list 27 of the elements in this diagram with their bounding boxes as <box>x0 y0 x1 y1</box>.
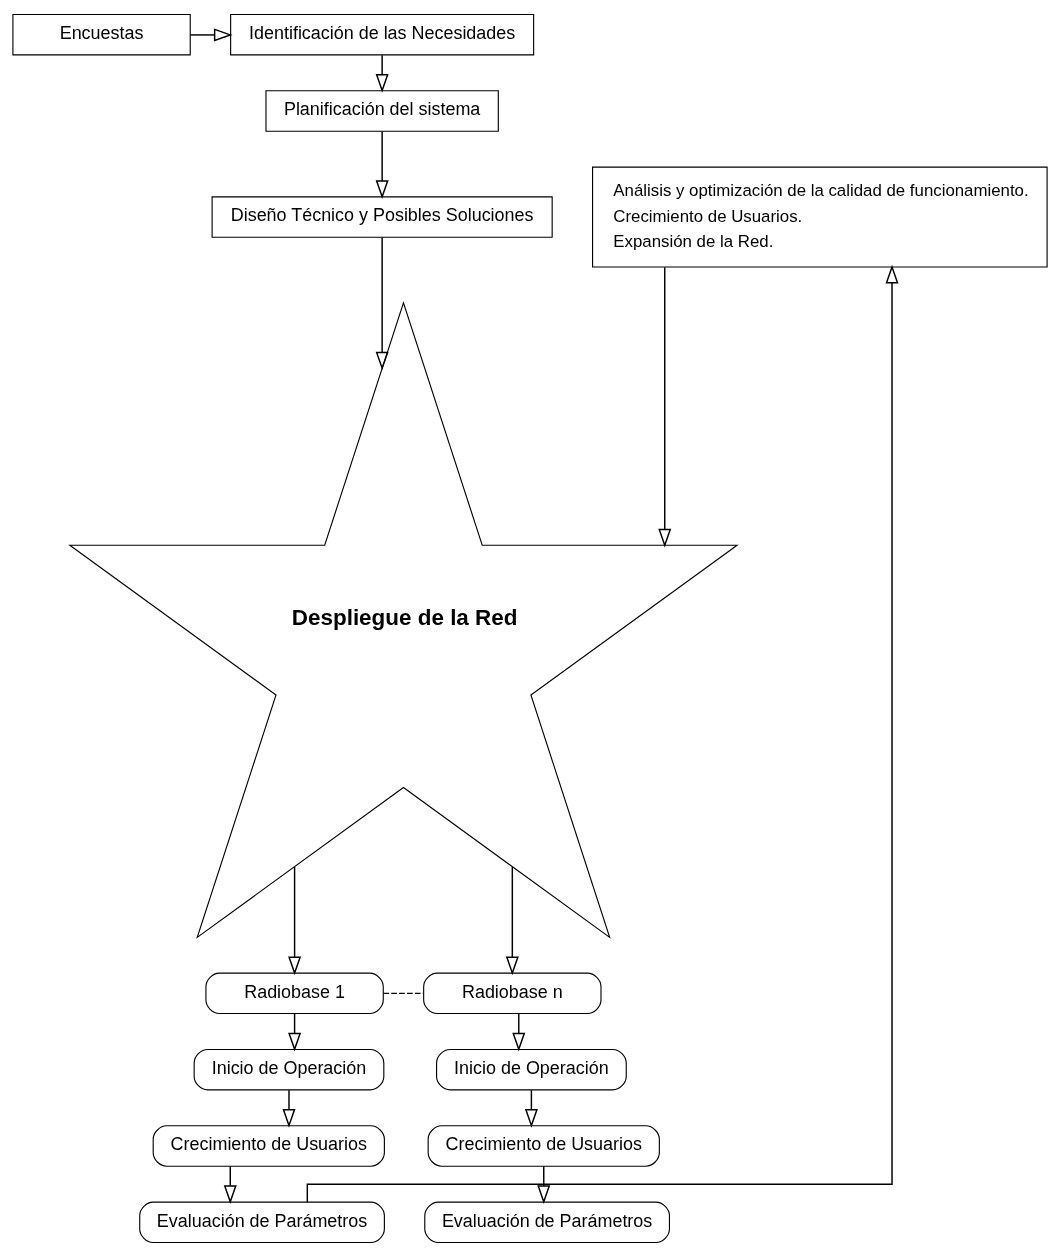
arrow <box>375 236 389 370</box>
arrow <box>505 865 519 975</box>
node-box: Inicio de Operación <box>436 1048 627 1090</box>
arrow <box>189 27 233 41</box>
arrow <box>512 1012 526 1051</box>
node-box: Evaluación de Parámetros <box>139 1201 385 1243</box>
node-box: Crecimiento de Usuarios <box>152 1124 385 1167</box>
node-box: Inicio de Operación <box>193 1048 385 1090</box>
arrow <box>658 266 672 547</box>
node-box: Radiobase n <box>423 972 602 1014</box>
arrow <box>288 865 302 975</box>
arrow <box>524 1088 538 1128</box>
node-box: Identificación de las Necesidades <box>230 13 535 55</box>
node-box: Planificación del sistema <box>265 89 499 132</box>
arrow <box>537 1165 551 1204</box>
arrow <box>223 1165 237 1204</box>
arrow <box>288 1012 302 1051</box>
node-box: Crecimiento de Usuarios <box>427 1124 660 1167</box>
node-box: Evaluación de Parámetros <box>424 1201 670 1243</box>
arrow <box>282 1088 296 1128</box>
node-box: Radiobase 1 <box>205 972 384 1014</box>
arrow <box>375 53 389 93</box>
arrow <box>375 130 389 199</box>
node-box: Análisis y optimización de la calidad de funcionamiento. Crecimiento de Usuarios. Expansión de la Red. <box>592 166 1048 268</box>
arrow <box>306 264 899 1203</box>
node-box: Encuestas <box>12 13 191 55</box>
node-box: Diseño Técnico y Posibles Soluciones <box>211 195 553 238</box>
